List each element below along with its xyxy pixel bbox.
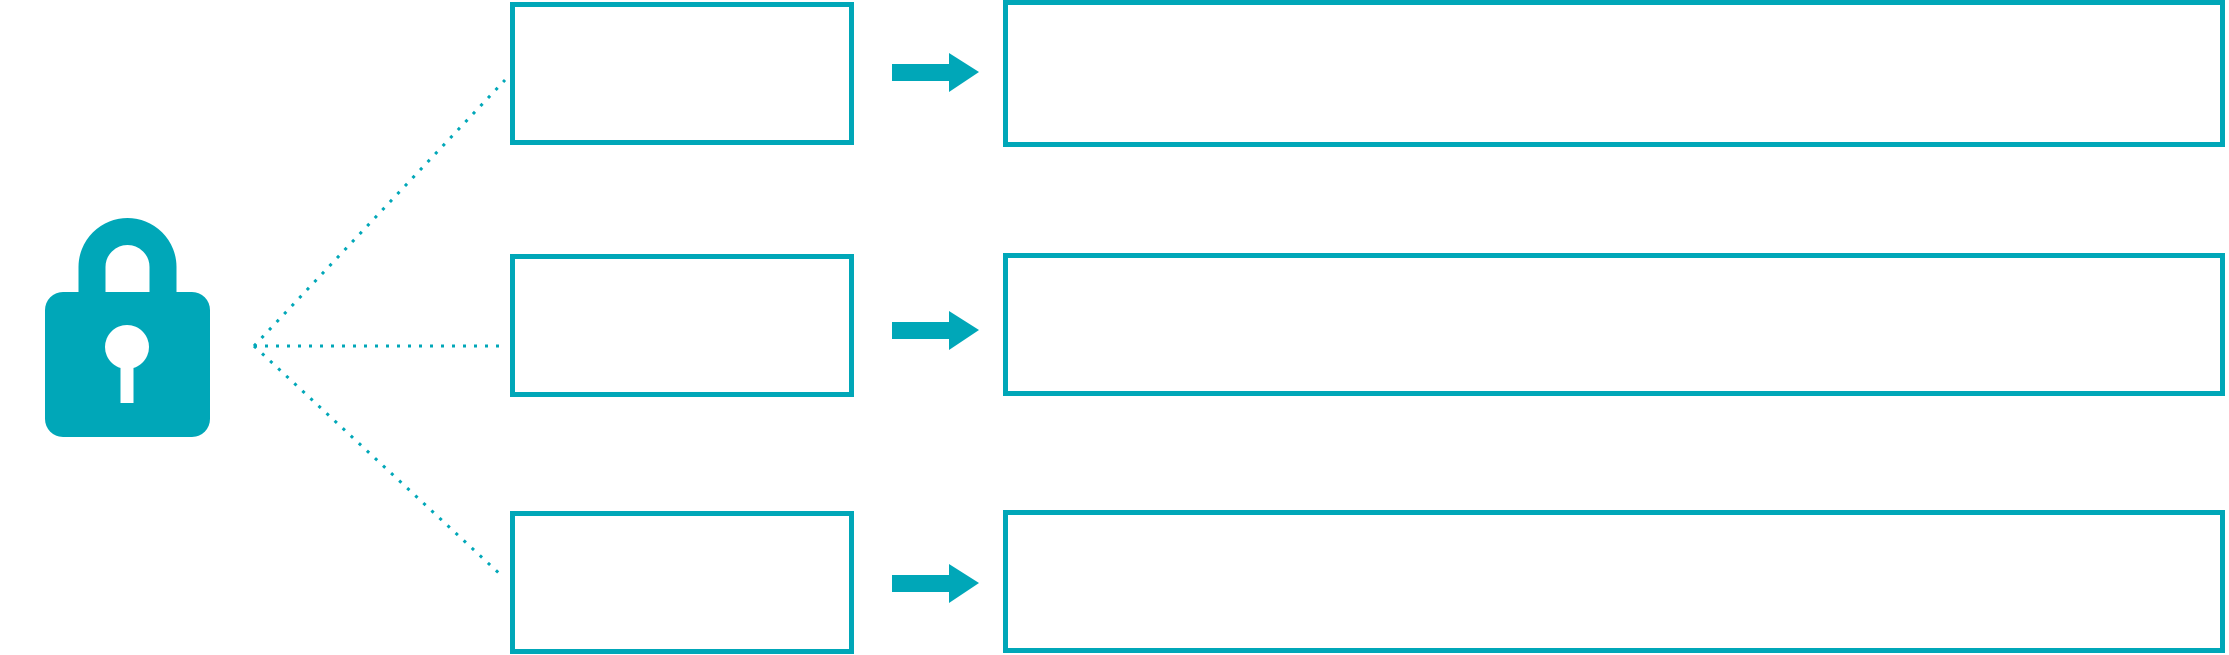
source-box-1 [510,2,854,145]
right-arrow-icon [892,53,979,92]
target-box-3 [1003,510,2225,653]
target-box-2 [1003,253,2225,396]
right-arrow-icon [892,564,979,603]
lock-shackle [78,218,177,300]
connector-line-top [252,78,507,348]
connector-line-bottom [252,344,504,578]
source-box-3 [510,511,854,654]
lock-keyhole-stem [120,362,134,403]
lock-icon [45,218,210,437]
target-box-1 [1003,0,2225,147]
source-box-2 [510,254,854,397]
lock-keyhole-circle [105,325,149,369]
right-arrow-icon [892,311,979,350]
